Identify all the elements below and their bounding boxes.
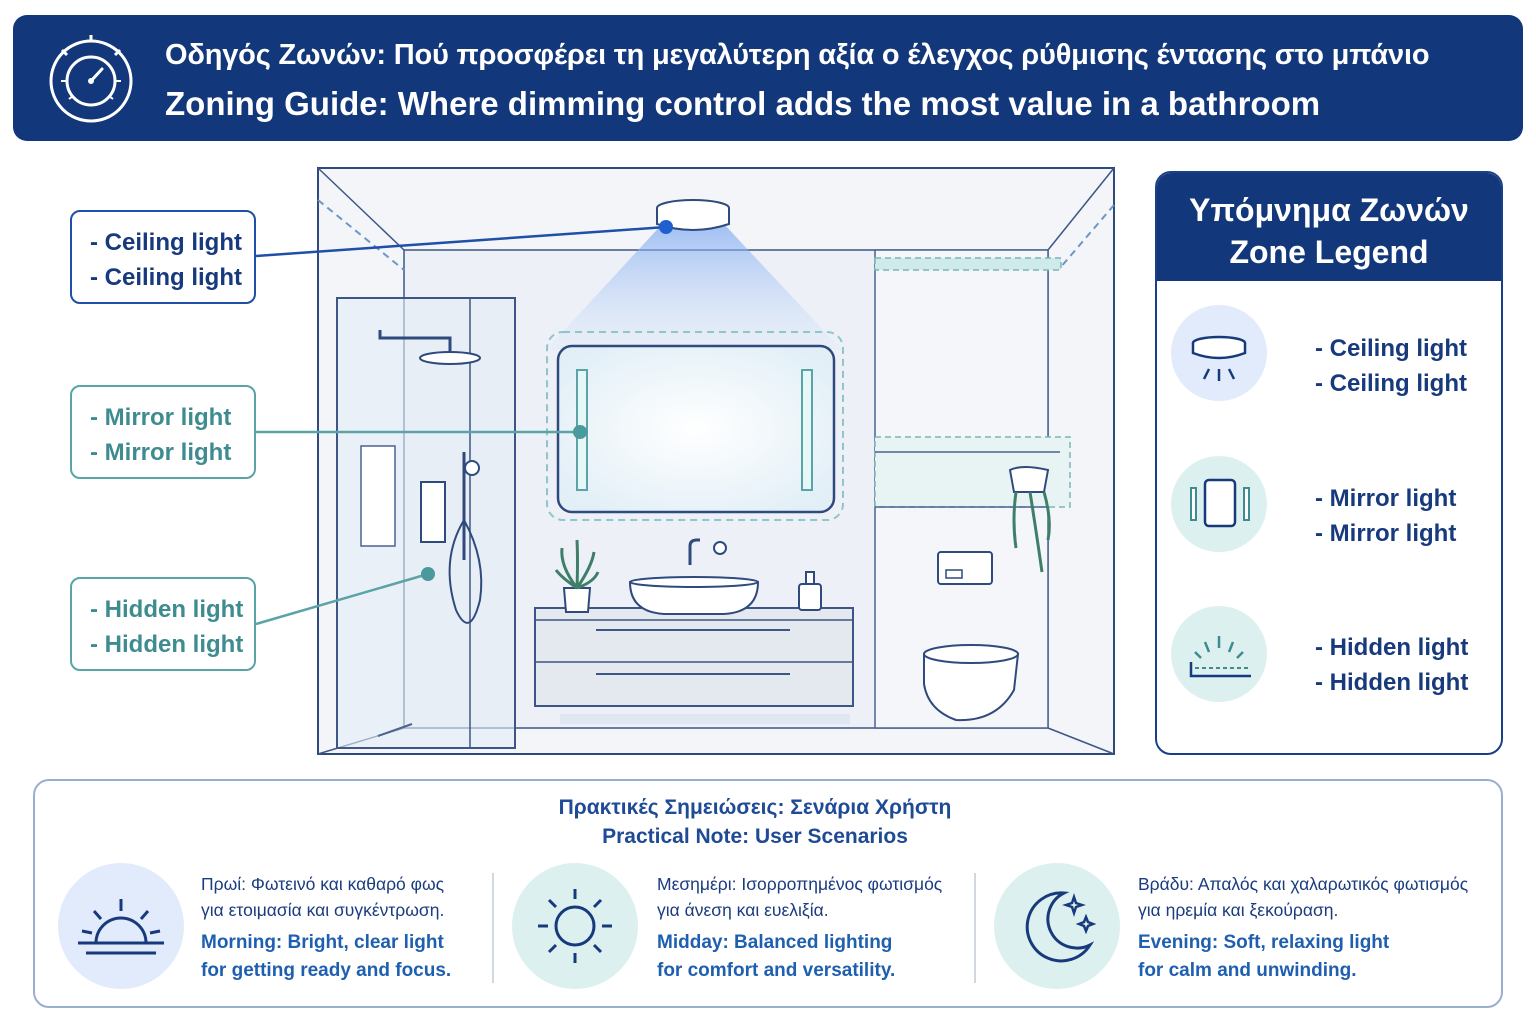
practical-notes: Πρακτικές Σημειώσεις: Σενάρια Χρήστη Pra… bbox=[33, 779, 1503, 1008]
morning-text: Πρωί: Φωτεινό και καθαρό φως για ετοιμασ… bbox=[201, 871, 501, 985]
notes-title: Πρακτικές Σημειώσεις: Σενάρια Χρήστη Pra… bbox=[35, 793, 1475, 851]
scenario-divider bbox=[974, 873, 976, 983]
legend-hidden-line2: - Hidden light bbox=[1315, 669, 1469, 696]
evening-english-line2: for calm and unwinding. bbox=[1138, 960, 1357, 981]
evening-circle bbox=[994, 863, 1120, 989]
evening-greek-line1: Βράδυ: Απαλός και χαλαρωτικός φωτισμός bbox=[1138, 874, 1469, 894]
callout-leaders bbox=[255, 220, 673, 626]
callout-ceiling-light: - Ceiling light - Ceiling light bbox=[70, 210, 256, 304]
mirror bbox=[546, 331, 844, 521]
legend-hidden-text: - Hidden light - Hidden light bbox=[1315, 630, 1468, 700]
morning-circle bbox=[58, 863, 184, 989]
midday-english-line1: Midday: Balanced lighting bbox=[657, 932, 893, 953]
legend-mirror-circle bbox=[1171, 456, 1267, 552]
midday-circle bbox=[512, 863, 638, 989]
ceiling-light-icon bbox=[1191, 335, 1247, 381]
scenario-divider bbox=[492, 873, 494, 983]
morning-english-line1: Morning: Bright, clear light bbox=[201, 932, 444, 953]
morning-greek-line2: για ετοιμασία και συγκέντρωση. bbox=[201, 900, 445, 920]
legend-ceiling-line2: - Ceiling light bbox=[1315, 370, 1467, 397]
callout-mirror-line1: - Mirror light bbox=[90, 404, 232, 431]
callout-ceiling-line1: - Ceiling light bbox=[90, 229, 242, 256]
evening-text: Βράδυ: Απαλός και χαλαρωτικός φωτισμός γ… bbox=[1138, 871, 1478, 985]
evening-greek-line2: για ηρεμία και ξεκούραση. bbox=[1138, 900, 1339, 920]
morning-greek-line1: Πρωί: Φωτεινό και καθαρό φως bbox=[201, 874, 445, 894]
dimmer-dial-icon bbox=[49, 35, 133, 123]
notes-title-greek: Πρακτικές Σημειώσεις: Σενάρια Χρήστη bbox=[558, 796, 952, 819]
hidden-light-icon bbox=[1189, 636, 1251, 678]
midday-greek-line1: Μεσημέρι: Ισορροπημένος φωτισμός bbox=[657, 874, 943, 894]
zone-legend: Υπόμνημα Ζωνών Zone Legend - Ceiling lig… bbox=[1155, 171, 1503, 755]
callout-hidden-light: - Hidden light - Hidden light bbox=[70, 577, 256, 671]
callout-mirror-line2: - Mirror light bbox=[90, 439, 232, 466]
callout-ceiling-line2: - Ceiling light bbox=[90, 264, 242, 291]
shower bbox=[336, 297, 516, 749]
midday-text: Μεσημέρι: Ισορροπημένος φωτισμός για άνε… bbox=[657, 871, 957, 985]
morning-english-line2: for getting ready and focus. bbox=[201, 960, 452, 981]
toilet bbox=[923, 466, 1051, 722]
legend-ceiling-text: - Ceiling light - Ceiling light bbox=[1315, 331, 1467, 401]
midday-greek-line2: για άνεση και ευελιξία. bbox=[657, 900, 829, 920]
callout-mirror-light: - Mirror light - Mirror light bbox=[70, 385, 256, 479]
midday-english-line2: for comfort and versatility. bbox=[657, 960, 896, 981]
legend-hidden-circle bbox=[1171, 606, 1267, 702]
legend-hidden-line1: - Hidden light bbox=[1315, 634, 1469, 661]
legend-mirror-text: - Mirror light - Mirror light bbox=[1315, 481, 1456, 551]
callout-hidden-line1: - Hidden light bbox=[90, 596, 244, 623]
title-greek: Οδηγός Ζωνών: Πού προσφέρει τη μεγαλύτερ… bbox=[165, 39, 1430, 71]
legend-ceiling-circle bbox=[1171, 305, 1267, 401]
legend-mirror-line1: - Mirror light bbox=[1315, 485, 1457, 512]
callout-hidden-line2: - Hidden light bbox=[90, 631, 244, 658]
evening-english-line1: Evening: Soft, relaxing light bbox=[1138, 932, 1390, 953]
legend-title-greek: Υπόμνημα Ζωνών bbox=[1189, 192, 1469, 228]
legend-mirror-line2: - Mirror light bbox=[1315, 520, 1457, 547]
sun-icon bbox=[538, 889, 612, 963]
vanity bbox=[534, 538, 854, 707]
ceiling-light-fixture bbox=[546, 199, 842, 350]
legend-ceiling-line1: - Ceiling light bbox=[1315, 335, 1467, 362]
header-banner: Οδηγός Ζωνών: Πού προσφέρει τη μεγαλύτερ… bbox=[13, 15, 1523, 141]
notes-title-english: Practical Note: User Scenarios bbox=[602, 825, 908, 848]
moon-stars-icon bbox=[1025, 891, 1097, 963]
legend-header: Υπόμνημα Ζωνών Zone Legend bbox=[1157, 173, 1501, 281]
sunrise-icon bbox=[78, 899, 164, 955]
mirror-light-icon bbox=[1190, 478, 1250, 528]
title-english: Zoning Guide: Where dimming control adds… bbox=[165, 85, 1321, 122]
legend-title-english: Zone Legend bbox=[1229, 234, 1429, 270]
